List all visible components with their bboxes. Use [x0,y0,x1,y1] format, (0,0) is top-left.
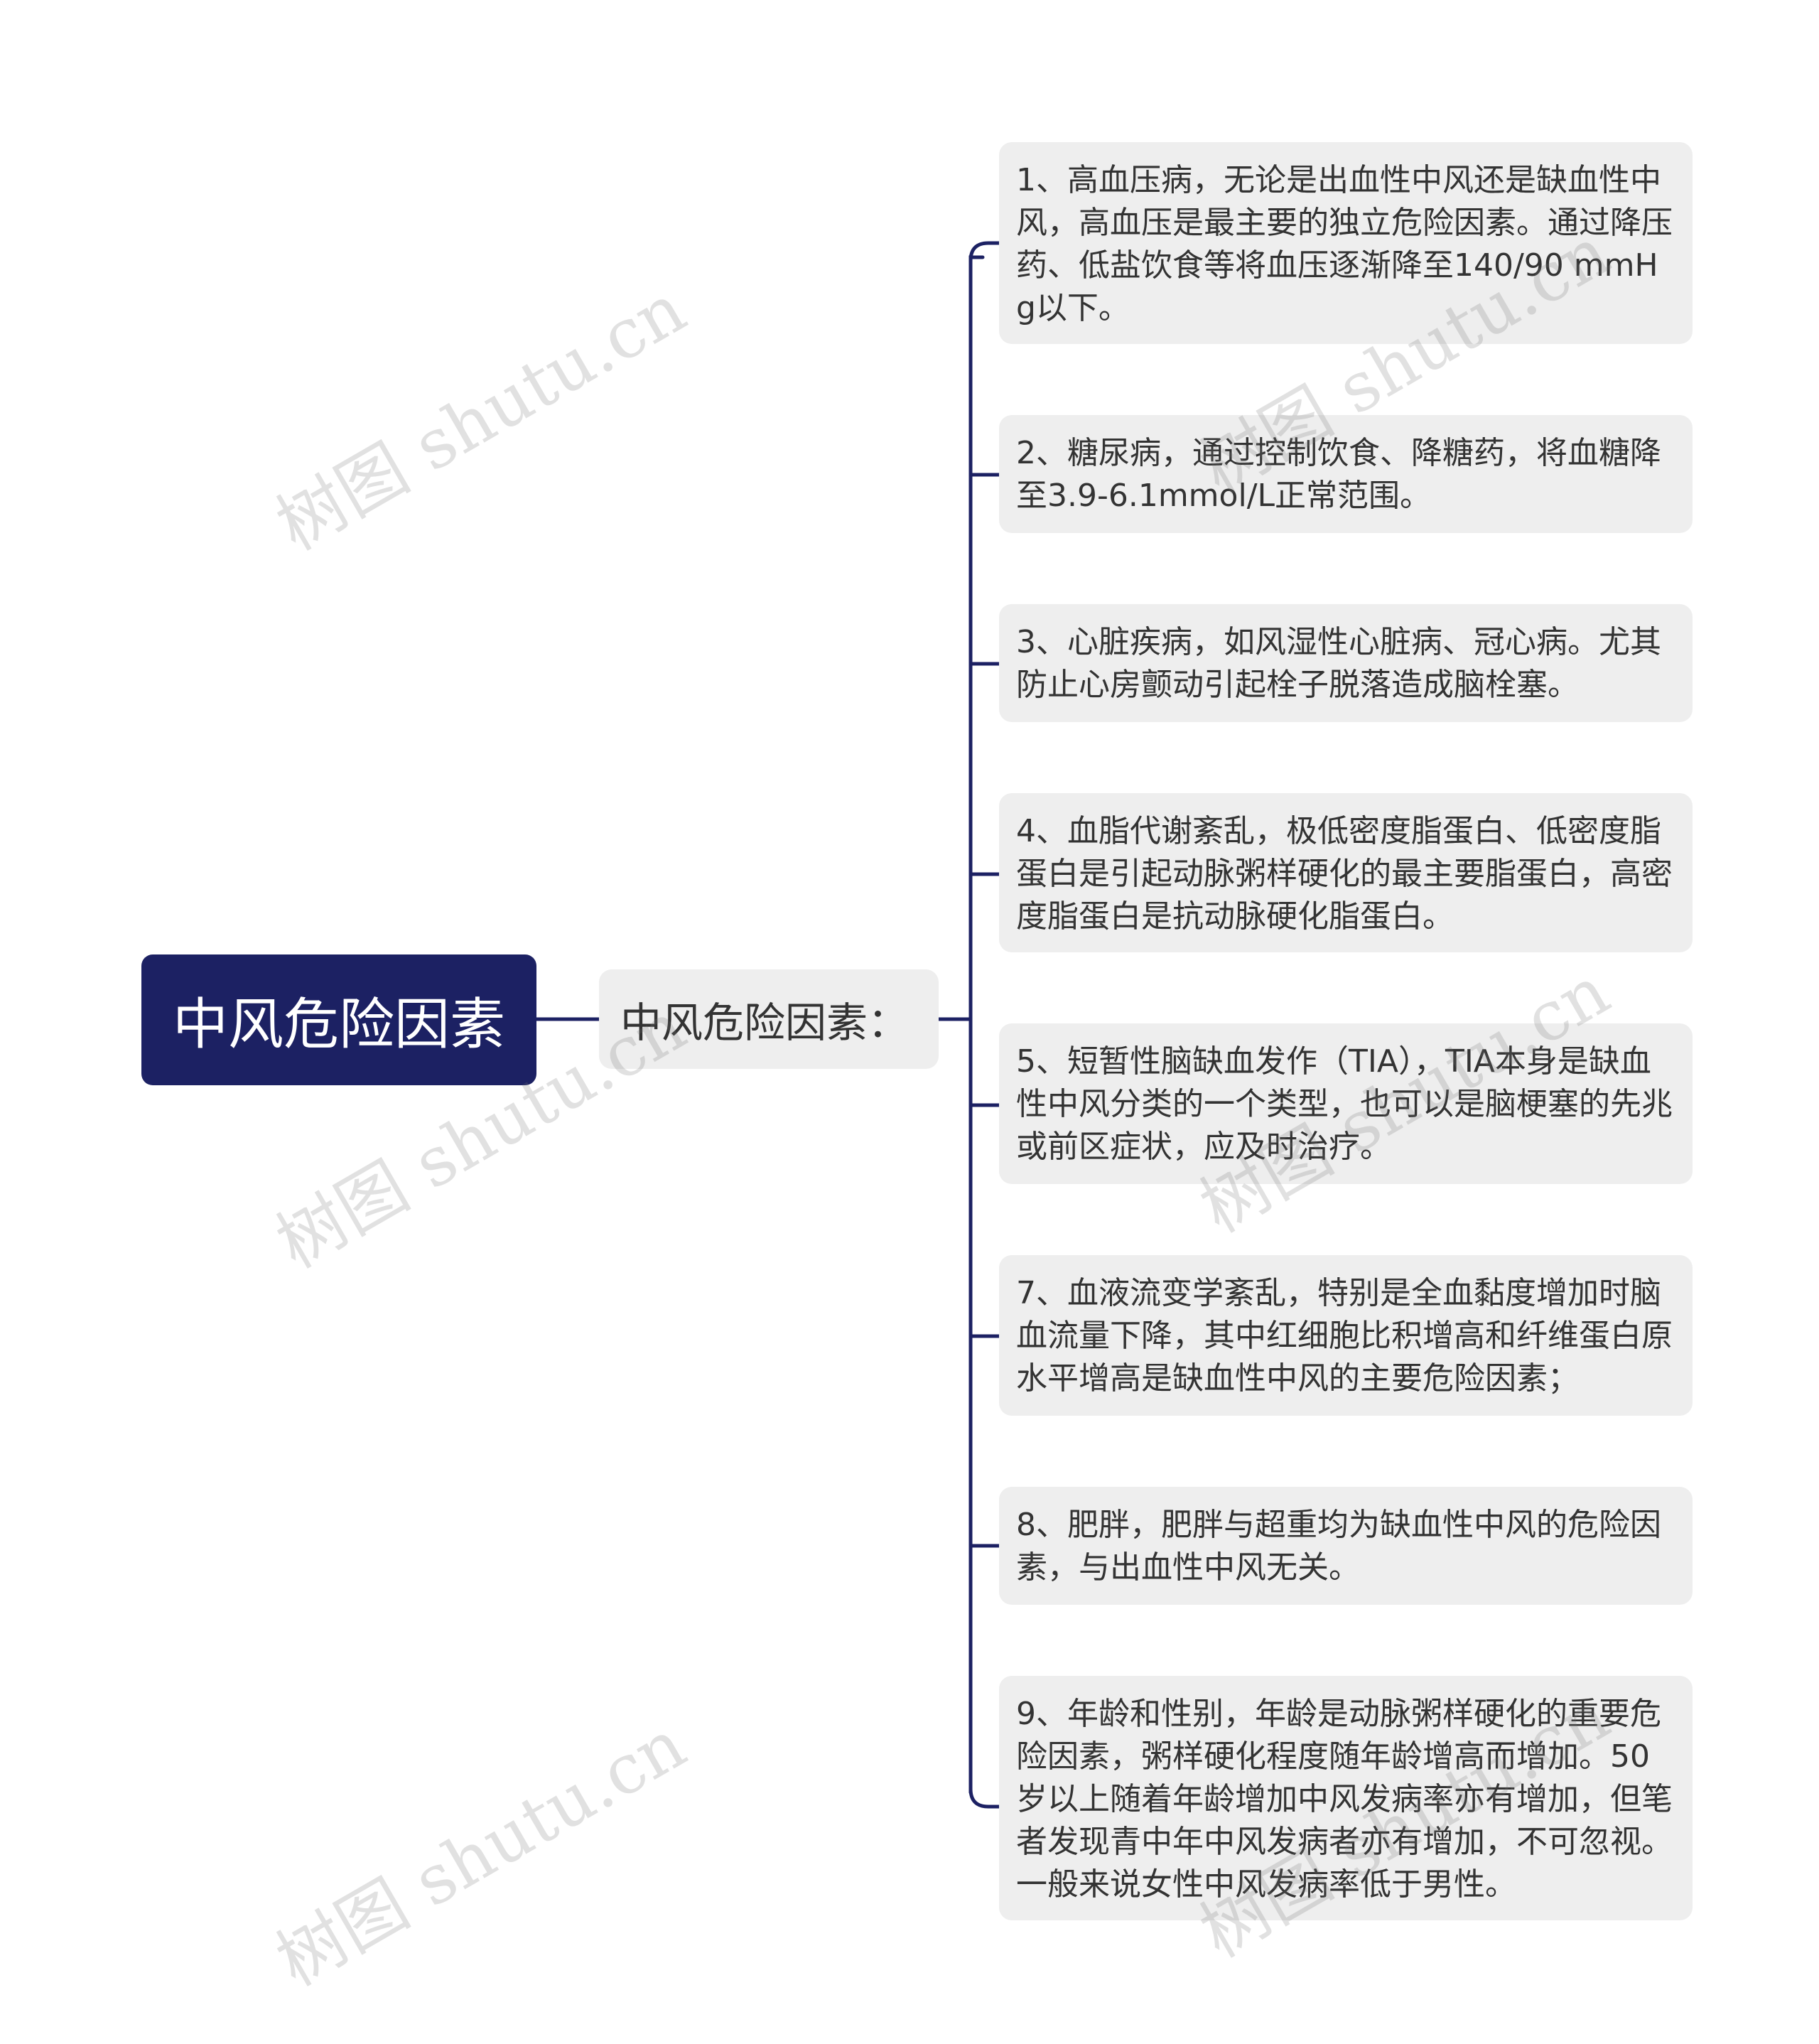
leaf-text: 7、血液流变学紊乱，特别是全血黏度增加时脑血流量下降，其中红细胞比积增高和纤维蛋… [1016,1275,1673,1397]
leaf-text: 5、短暂性脑缺血发作（TIA），TIA本身是缺血性中风分类的一个类型，也可以是脑… [1016,1043,1673,1165]
leaf-text: 2、糖尿病，通过控制饮食、降糖药，将血糖降至3.9-6.1mmol/L正常范围。 [1016,435,1661,514]
trunk-line [968,255,985,1795]
leaf-node-9[interactable]: 9、年龄和性别，年龄是动脉粥样硬化的重要危险因素，粥样硬化程度随年龄增高而增加。… [999,1676,1693,1920]
leaf-node-8[interactable]: 8、肥胖，肥胖与超重均为缺血性中风的危险因素，与出血性中风无关。 [999,1487,1693,1605]
leaf-text: 9、年龄和性别，年龄是动脉粥样硬化的重要危险因素，粥样硬化程度随年龄增高而增加。… [1016,1696,1673,1903]
branch-node[interactable]: 中风危险因素： [599,969,939,1069]
leaf-text: 3、心脏疾病，如风湿性心脏病、冠心病。尤其防止心房颤动引起栓子脱落造成脑栓塞。 [1016,624,1661,703]
branch-label: 中风危险因素： [620,999,910,1047]
leaf-text: 1、高血压病，无论是出血性中风还是缺血性中风，高血压是最主要的独立危险因素。通过… [1016,162,1673,326]
leaf-node-2[interactable]: 2、糖尿病，通过控制饮食、降糖药，将血糖降至3.9-6.1mmol/L正常范围。 [999,415,1693,533]
bracket-leaf-8 [968,1787,1001,1809]
leaf-node-3[interactable]: 3、心脏疾病，如风湿性心脏病、冠心病。尤其防止心房颤动引起栓子脱落造成脑栓塞。 [999,604,1693,722]
root-label: 中风危险因素 [172,993,505,1057]
leaf-text: 8、肥胖，肥胖与超重均为缺血性中风的危险因素，与出血性中风无关。 [1016,1507,1661,1586]
leaf-text: 4、血脂代谢紊乱，极低密度脂蛋白、低密度脂蛋白是引起动脉粥样硬化的最主要脂蛋白，… [1016,813,1673,935]
bracket-leaf-1 [968,241,1001,263]
leaf-node-4[interactable]: 4、血脂代谢紊乱，极低密度脂蛋白、低密度脂蛋白是引起动脉粥样硬化的最主要脂蛋白，… [999,793,1693,952]
leaf-node-7[interactable]: 7、血液流变学紊乱，特别是全血黏度增加时脑血流量下降，其中红细胞比积增高和纤维蛋… [999,1255,1693,1416]
root-node[interactable]: 中风危险因素 [141,954,536,1085]
leaf-node-5[interactable]: 5、短暂性脑缺血发作（TIA），TIA本身是缺血性中风分类的一个类型，也可以是脑… [999,1023,1693,1184]
leaf-node-1[interactable]: 1、高血压病，无论是出血性中风还是缺血性中风，高血压是最主要的独立危险因素。通过… [999,142,1693,344]
